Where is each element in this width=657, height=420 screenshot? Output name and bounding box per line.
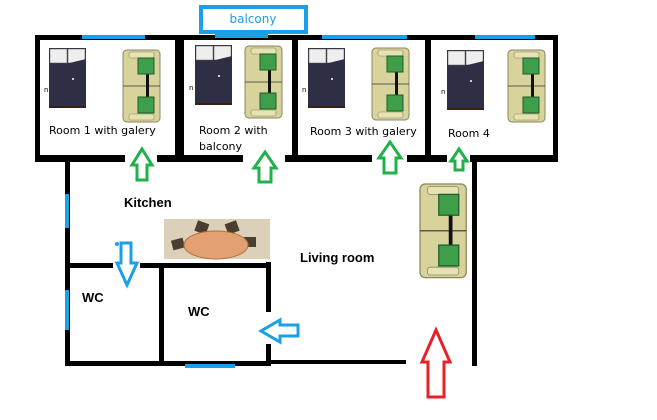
bed-icon: [446, 49, 485, 111]
sofa-icon: [371, 47, 410, 121]
room-1-label: Room 1 with galery: [49, 124, 156, 137]
wc-2-label: WC: [188, 304, 210, 319]
wc-1-label: WC: [82, 290, 104, 305]
balcony-label: balcony: [230, 12, 277, 26]
sofa-icon: [122, 49, 161, 123]
arrow-left-icon: [258, 317, 300, 345]
sofa-icon: [507, 49, 546, 123]
arrow-up-icon: [376, 139, 404, 175]
arrow-up-icon: [129, 146, 155, 182]
room-3-label: Room 3 with galery: [310, 125, 417, 138]
furniture: n n n n: [44, 44, 546, 279]
bed-icon: [48, 47, 87, 109]
room-2-label-line1: Room 2 with: [199, 124, 268, 137]
bed-icon: [194, 44, 233, 106]
room-4-label: Room 4: [448, 127, 490, 140]
kitchen-label: Kitchen: [124, 195, 172, 210]
balcony: balcony: [199, 5, 308, 34]
sofa-icon: [244, 45, 283, 119]
nightstand-icon: n: [441, 88, 445, 96]
bed-icon: [307, 47, 346, 109]
nightstand-icon: n: [302, 86, 306, 94]
arrow-down-icon: [114, 241, 140, 289]
room-2-label-line2: balcony: [199, 140, 243, 153]
entrance-arrow-up-icon: [419, 326, 453, 399]
living-room-label: Living room: [300, 250, 374, 265]
nightstand-icon: n: [44, 86, 48, 94]
dining-table-icon: [164, 219, 270, 260]
nightstand-icon: n: [189, 84, 193, 92]
arrow-up-icon: [448, 146, 470, 172]
walls: [35, 35, 558, 366]
arrow-up-icon: [251, 149, 279, 184]
living-room-sofa-icon: [419, 183, 467, 279]
windows: [65, 34, 535, 368]
